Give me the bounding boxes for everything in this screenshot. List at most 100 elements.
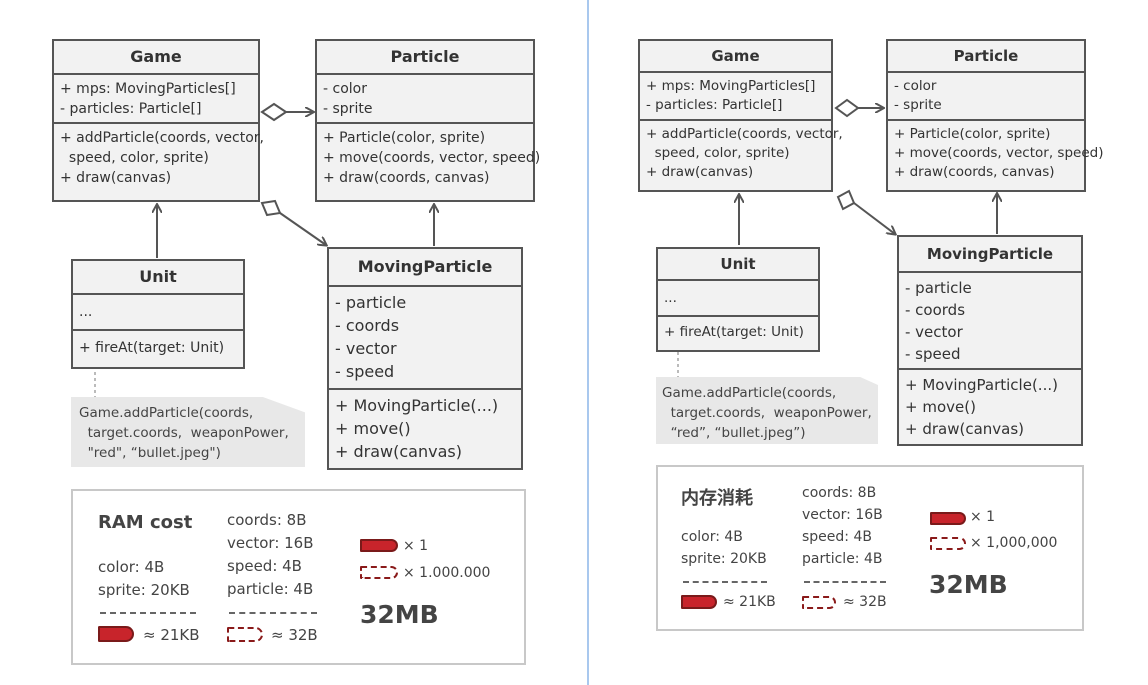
method: + move(coords, vector, speed) xyxy=(323,150,541,166)
field: - vector xyxy=(335,339,397,358)
ram-item: color: 4B xyxy=(681,529,743,545)
class-methods: + Particle(color, sprite) + move(coords,… xyxy=(317,124,541,192)
note-line: target.coords, weaponPower, xyxy=(79,425,289,441)
right-aggregation-game-particle xyxy=(834,98,883,118)
ram-solid-count: × 1 xyxy=(403,538,429,554)
method: + fireAt(target: Unit) xyxy=(79,340,225,356)
method: + addParticle(coords, vector, xyxy=(60,130,264,146)
method: + fireAt(target: Unit) xyxy=(664,324,804,340)
bullet-solid-icon xyxy=(360,539,398,552)
method: speed, color, sprite) xyxy=(60,150,209,166)
left-unit-class: Unit ... + fireAt(target: Unit) xyxy=(71,259,245,369)
method: + move(coords, vector, speed) xyxy=(894,145,1104,161)
class-fields: - particle - coords - vector - speed xyxy=(899,273,1081,370)
field: - vector xyxy=(905,323,963,341)
right-game-class: Game + mps: MovingParticles[] - particle… xyxy=(638,39,843,192)
right-particle-class: Particle - color - sprite + Particle(col… xyxy=(886,39,1104,192)
class-title: MovingParticle xyxy=(329,249,521,287)
ram-separator xyxy=(683,581,767,583)
left-aggregation-game-moving xyxy=(260,199,326,245)
left-aggregation-game-particle xyxy=(260,102,313,122)
field: - particle xyxy=(905,279,972,297)
left-particle-class: Particle - color - sprite + Particle(col… xyxy=(315,39,541,202)
method: + draw(coords, canvas) xyxy=(894,164,1055,180)
method: + addParticle(coords, vector, xyxy=(646,126,843,142)
left-code-note: Game.addParticle(coords, target.coords, … xyxy=(71,397,305,467)
class-methods: + MovingParticle(...) + move() + draw(ca… xyxy=(329,390,521,467)
right-unit-class: Unit ... + fireAt(target: Unit) xyxy=(656,247,820,352)
field: + mps: MovingParticles[] xyxy=(646,78,816,94)
ram-item: speed: 4B xyxy=(227,557,302,575)
ram-separator xyxy=(100,612,196,614)
bullet-solid-icon xyxy=(930,512,966,525)
ram-separator xyxy=(229,612,317,614)
ram-total-intrinsic: ≈ 21KB xyxy=(143,626,200,644)
method: + move() xyxy=(335,419,411,438)
ram-item: color: 4B xyxy=(98,558,165,576)
class-fields: ... xyxy=(658,281,818,317)
ram-item: sprite: 20KB xyxy=(681,551,767,567)
method: + draw(canvas) xyxy=(60,170,172,186)
field: - sprite xyxy=(323,101,373,117)
ram-total-extrinsic: ≈ 32B xyxy=(271,626,318,644)
class-methods: + MovingParticle(...) + move() + draw(ca… xyxy=(899,370,1081,444)
field: - speed xyxy=(905,345,961,363)
note-line: Game.addParticle(coords, xyxy=(79,405,254,421)
class-title: Game xyxy=(54,41,258,75)
class-title: Game xyxy=(640,41,831,73)
bullet-dashed-icon xyxy=(802,596,836,609)
method: + draw(coords, canvas) xyxy=(323,170,490,186)
class-methods: + fireAt(target: Unit) xyxy=(73,331,243,362)
class-title: Particle xyxy=(888,41,1084,73)
bullet-dashed-icon xyxy=(227,627,263,642)
right-moving-particle-class: MovingParticle - particle - coords - vec… xyxy=(897,235,1083,446)
ram-item: sprite: 20KB xyxy=(98,581,190,599)
class-title: MovingParticle xyxy=(899,237,1081,273)
field: - sprite xyxy=(894,97,942,113)
ram-title: RAM cost xyxy=(98,512,193,533)
field: + mps: MovingParticles[] xyxy=(60,81,236,97)
ram-dashed-count: × 1.000.000 xyxy=(403,565,491,581)
method: + Particle(color, sprite) xyxy=(894,126,1051,142)
field: - particle xyxy=(335,293,407,312)
ram-solid-count: × 1 xyxy=(970,509,996,525)
ram-item: vector: 16B xyxy=(802,507,883,523)
ram-item: vector: 16B xyxy=(227,534,314,552)
ram-separator xyxy=(804,581,886,583)
class-methods: + addParticle(coords, vector, speed, col… xyxy=(640,121,843,186)
right-ram-cost-box xyxy=(656,465,1084,631)
class-fields: + mps: MovingParticles[] - particles: Pa… xyxy=(54,75,258,124)
ram-total-extrinsic: ≈ 32B xyxy=(843,594,887,610)
method: speed, color, sprite) xyxy=(646,145,790,161)
method: + MovingParticle(...) xyxy=(335,396,499,415)
class-fields: - color - sprite xyxy=(317,75,533,124)
left-ram-cost-box xyxy=(71,489,526,665)
bullet-solid-icon xyxy=(681,595,717,609)
ram-total: 32MB xyxy=(929,570,1008,599)
field: ... xyxy=(79,304,93,320)
ram-title: 内存消耗 xyxy=(681,488,753,509)
ram-item: coords: 8B xyxy=(227,511,307,529)
ram-item: particle: 4B xyxy=(227,580,314,598)
ram-total-intrinsic: ≈ 21KB xyxy=(723,594,776,610)
right-aggregation-game-moving xyxy=(836,189,895,234)
ram-item: coords: 8B xyxy=(802,485,877,501)
note-line: "red", “bullet.jpeg") xyxy=(79,445,221,461)
class-methods: + addParticle(coords, vector, speed, col… xyxy=(54,124,264,192)
class-title: Unit xyxy=(658,249,818,281)
field: - speed xyxy=(335,362,395,381)
method: + draw(canvas) xyxy=(335,442,462,461)
ram-item: particle: 4B xyxy=(802,551,883,567)
field: - coords xyxy=(335,316,400,335)
method: + draw(canvas) xyxy=(646,164,754,180)
class-title: Unit xyxy=(73,261,243,295)
class-fields: - color - sprite xyxy=(888,73,1084,121)
ram-item: speed: 4B xyxy=(802,529,872,545)
method: + Particle(color, sprite) xyxy=(323,130,486,146)
left-moving-particle-class: MovingParticle - particle - coords - vec… xyxy=(327,247,523,470)
class-methods: + Particle(color, sprite) + move(coords,… xyxy=(888,121,1104,186)
left-game-class: Game + mps: MovingParticles[] - particle… xyxy=(52,39,264,202)
method: + MovingParticle(...) xyxy=(905,376,1058,394)
bullet-dashed-icon xyxy=(360,566,398,579)
